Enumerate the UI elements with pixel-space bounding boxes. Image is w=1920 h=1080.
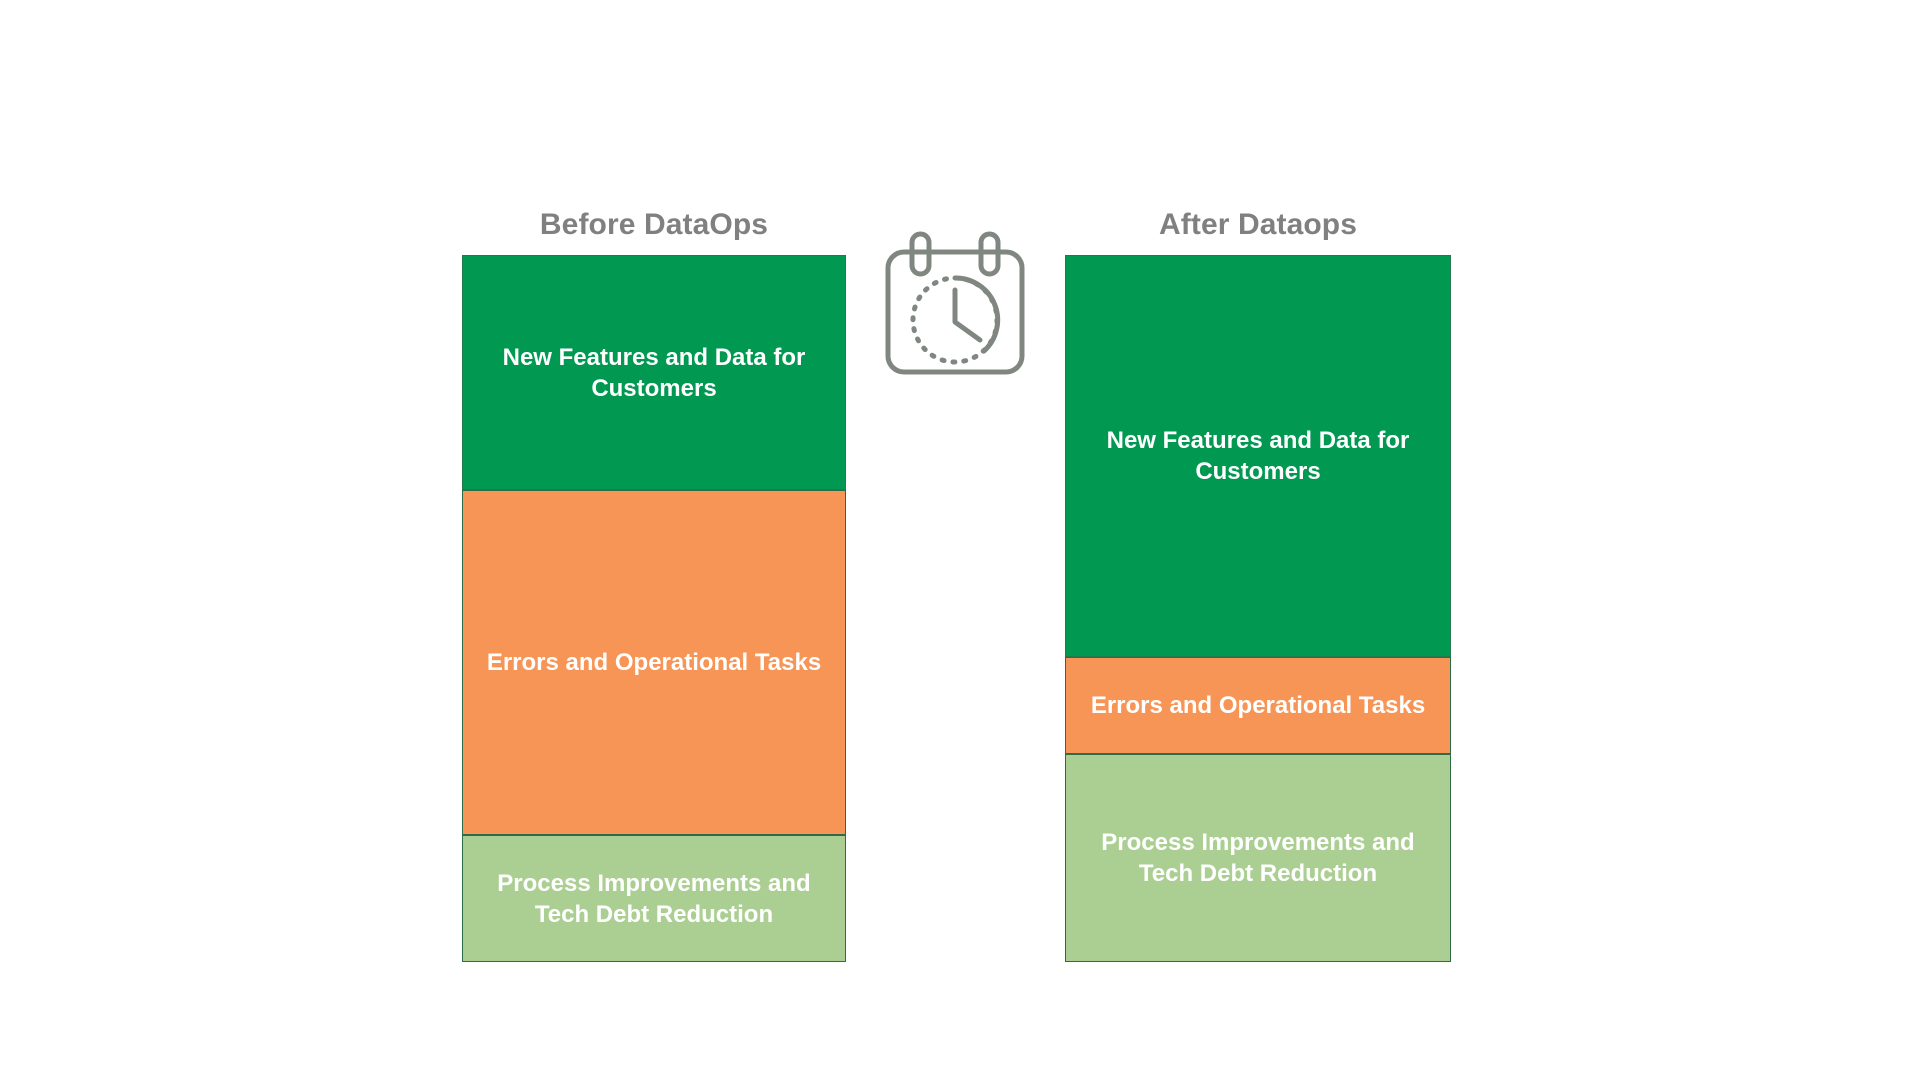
segment-before-errors-ops[interactable]: Errors and Operational Tasks [462,490,846,835]
segment-after-errors-ops[interactable]: Errors and Operational Tasks [1065,657,1451,754]
stacked-bar-before: New Features and Data for Customers Erro… [462,255,846,962]
segment-label: Errors and Operational Tasks [486,649,822,676]
segment-after-process-improvements[interactable]: Process Improvements and Tech Debt Reduc… [1065,754,1451,962]
stacked-bar-after: New Features and Data for Customers Erro… [1065,255,1451,962]
segment-after-new-features[interactable]: New Features and Data for Customers [1065,255,1451,657]
calendar-clock-icon [880,230,1030,390]
segment-label: Process Improvements and Tech Debt Reduc… [1101,829,1415,887]
segment-label: New Features and Data for Customers [502,343,806,402]
segment-before-new-features[interactable]: New Features and Data for Customers [462,255,846,490]
segment-label: Errors and Operational Tasks [1090,692,1426,719]
segment-label: New Features and Data for Customers [1106,427,1410,485]
column-title-after: After Dataops [1159,208,1357,241]
column-title-before: Before DataOps [539,208,769,241]
segment-before-process-improvements[interactable]: Process Improvements and Tech Debt Reduc… [462,835,846,962]
segment-label: Process Improvements and Tech Debt Reduc… [497,869,811,928]
